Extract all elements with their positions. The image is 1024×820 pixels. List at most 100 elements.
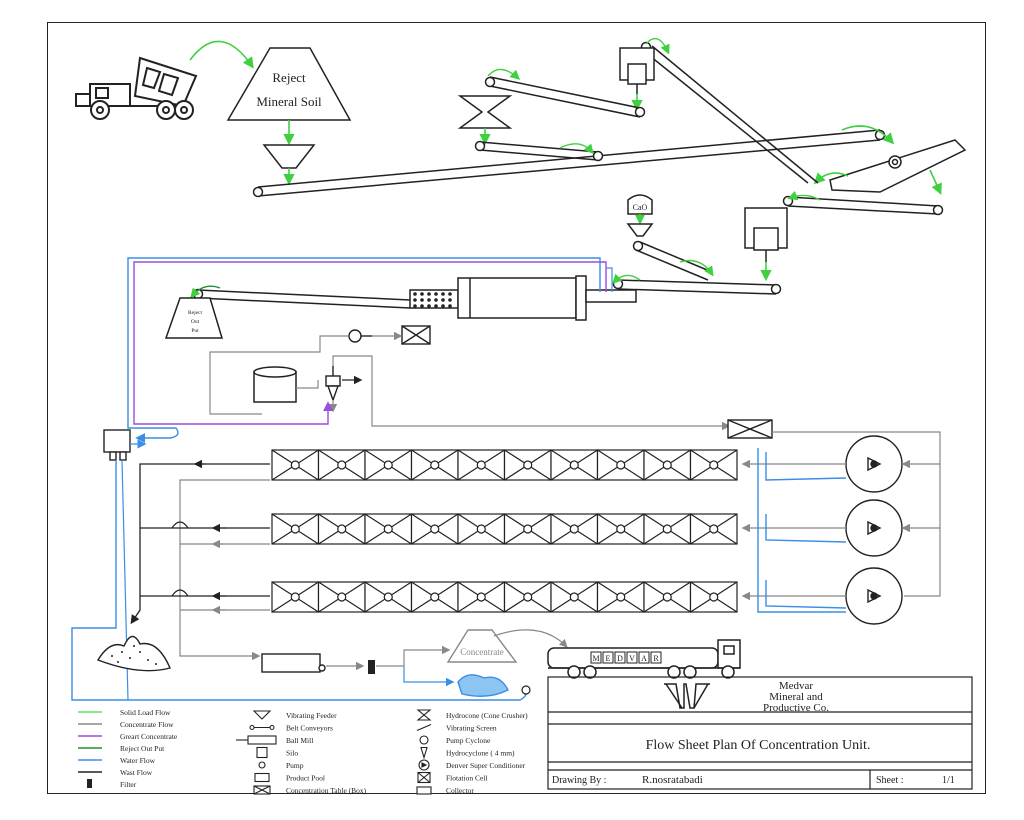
company-name-line-2: Mineral and	[769, 691, 823, 703]
sheet-value: 1/1	[942, 775, 955, 786]
flotation-cell	[643, 449, 692, 481]
collector	[103, 429, 131, 461]
flotation-cell	[271, 449, 320, 481]
drawing-frame	[47, 22, 986, 794]
flotation-bank-2	[271, 513, 738, 545]
truck-letter: M	[592, 654, 599, 663]
denver-conditioner-1	[845, 435, 903, 493]
flotation-cell	[457, 513, 506, 545]
sheet-label: Sheet :	[876, 775, 904, 786]
flotation-cell	[689, 581, 738, 613]
great-concentrate-line	[133, 261, 607, 425]
belt-conveyor-return	[639, 41, 819, 184]
silo-icon	[256, 746, 268, 759]
ball-mill	[409, 275, 637, 321]
truck-letter: R	[653, 654, 659, 663]
belt-conveyor-icon	[249, 724, 275, 731]
concentration-table-right	[727, 419, 773, 439]
legend-label: Hydrocone (Cone Crusher)	[446, 711, 528, 720]
legend-label: Greart Concentrate	[120, 732, 178, 741]
concentration-table-mill	[401, 325, 431, 345]
filter	[368, 660, 375, 674]
legend-label: Pump Cyclone	[446, 736, 491, 745]
flotation-cell	[271, 513, 320, 545]
flotation-cell-icon	[417, 771, 431, 784]
belt-conveyor-main	[252, 129, 886, 198]
water-flow-line	[127, 257, 601, 443]
legend-label: Collector	[446, 786, 474, 795]
legend-label: Silo	[286, 749, 298, 758]
flotation-cell	[410, 449, 459, 481]
flotation-bank-3	[271, 581, 738, 613]
legend-label: Pump	[286, 761, 304, 770]
legend-label: Hydrocyclone ( 4 mm)	[446, 749, 515, 758]
legend-label: Denver Super Conditioner	[446, 761, 526, 770]
truck-letter: A	[641, 654, 647, 663]
belt-conveyor-mill-feed	[612, 278, 782, 295]
concentrate-pile: Concentrate	[446, 629, 518, 663]
legend-label: Ball Mill	[286, 736, 313, 745]
ball-mill-icon	[236, 735, 277, 745]
flotation-cell	[317, 513, 366, 545]
truck-letter: E	[606, 654, 611, 663]
drawn-by-label: Drawing By :	[552, 775, 606, 786]
cone-crusher-secondary	[744, 207, 788, 262]
pump-icon	[258, 761, 266, 769]
legend-label: Filter	[120, 780, 137, 789]
product-pool	[261, 653, 326, 673]
collector-icon	[416, 786, 432, 795]
flotation-cell	[457, 449, 506, 481]
legend-label: Product Pool	[286, 774, 325, 783]
flotation-cell	[689, 449, 738, 481]
flotation-cell	[503, 449, 552, 481]
flotation-bank-1	[271, 449, 738, 481]
belt-conveyor-right	[782, 195, 944, 216]
product-pool-icon	[254, 772, 270, 783]
legend-label: Wast Flow	[120, 768, 153, 777]
legend-label: Reject Out Put	[120, 744, 165, 753]
flotation-cell	[271, 581, 320, 613]
flotation-cell	[457, 581, 506, 613]
legend-label: Solid Load Flow	[120, 708, 171, 717]
hydrocyclone-icon	[420, 746, 428, 760]
flotation-cell	[550, 449, 599, 481]
company-logo	[664, 683, 710, 709]
reject-out-put-pile: Reject Out Put	[164, 297, 224, 339]
flotation-cell	[364, 513, 413, 545]
water-pool	[457, 674, 509, 697]
flotation-cell	[643, 513, 692, 545]
drawing-title: Flow Sheet Plan Of Concentration Unit.	[646, 738, 871, 753]
truck-letter: D	[617, 654, 623, 663]
legend-label: Water Flow	[120, 756, 156, 765]
flotation-cell	[364, 581, 413, 613]
pump-cyclone-icon	[419, 735, 429, 745]
svg-text:CaO: CaO	[633, 203, 648, 212]
vibrating-screen-icon	[416, 723, 432, 732]
reject-mineral-soil-pile: Reject Mineral Soil	[226, 47, 352, 121]
waste-pile	[96, 635, 171, 672]
truck-letter: V	[629, 654, 635, 663]
mill-feed-screen	[413, 292, 452, 308]
vibrating-feeder-cao	[626, 223, 654, 237]
svg-text:Put: Put	[191, 328, 199, 334]
cone-crusher-top	[619, 47, 655, 94]
title-block	[547, 676, 973, 790]
flotation-cell	[317, 581, 366, 613]
company-name-line-1: Medvar	[779, 680, 814, 692]
denver-conditioner-3	[845, 567, 903, 625]
flotation-cell	[550, 513, 599, 545]
conditioner-icon	[418, 759, 430, 771]
hydrocone-crusher	[457, 95, 513, 129]
waste-pile-texture	[111, 645, 157, 665]
belt-conveyor-upper	[484, 76, 646, 118]
silo	[253, 366, 297, 403]
flotation-cell	[596, 581, 645, 613]
legend-equipment-2: Hydrocone (Cone Crusher)Vibrating Screen…	[416, 709, 528, 795]
svg-text:Mineral Soil: Mineral Soil	[256, 94, 322, 109]
dump-truck	[75, 56, 198, 120]
concentration-table-icon	[253, 785, 271, 795]
flotation-cell	[643, 581, 692, 613]
